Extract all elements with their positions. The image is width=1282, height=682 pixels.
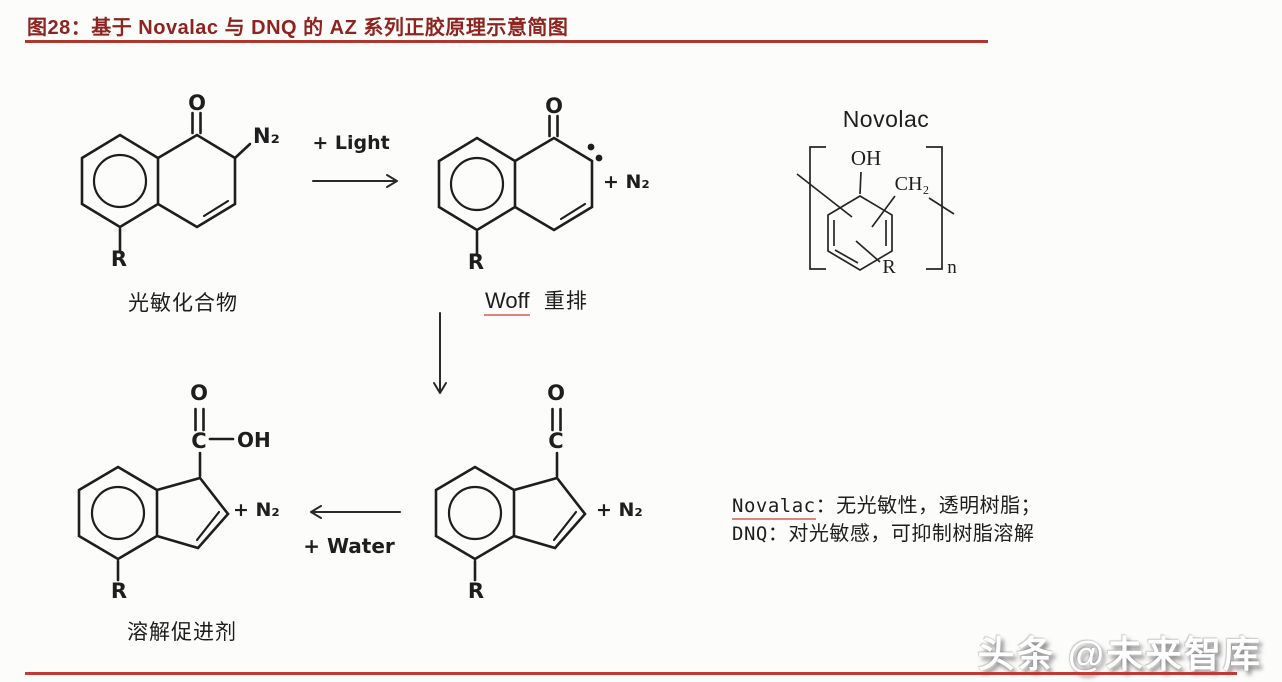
dnq-caption: 光敏化合物 bbox=[128, 291, 238, 315]
carbene-oxygen-label: O bbox=[545, 94, 563, 118]
light-arrow bbox=[312, 174, 398, 188]
novolac-ch2-label: CH₂ bbox=[894, 173, 930, 195]
bottom-rule bbox=[25, 672, 1237, 675]
acid-oh-label: OH bbox=[237, 428, 271, 452]
novolac-title: Novolac bbox=[842, 106, 930, 132]
water-arrow-label: + Water bbox=[303, 534, 395, 558]
ketene-r-label: R bbox=[467, 579, 485, 603]
title-rule bbox=[25, 40, 988, 43]
ketene-oxygen-label: O bbox=[547, 381, 565, 405]
dnq-n2-label: N₂ bbox=[253, 124, 280, 148]
ketene-carbon-label: C bbox=[548, 429, 564, 453]
acid-structure-lines bbox=[77, 407, 235, 582]
dnq-oxygen-label: O bbox=[188, 91, 206, 115]
wolff-caption-zh: 重排 bbox=[543, 289, 588, 313]
novolac-oh-label: OH bbox=[850, 146, 882, 170]
acid-oxygen-label: O bbox=[190, 381, 208, 405]
novolac-structure-lines bbox=[796, 146, 955, 271]
wolff-caption-en: Woff bbox=[484, 288, 531, 316]
down-arrow bbox=[433, 312, 447, 394]
wolff-caption: Woff 重排 bbox=[484, 285, 588, 316]
note-line-2: DNQ：对光敏感，可抑制树脂溶解 bbox=[732, 517, 1034, 546]
carbene-plus-n2-label: + N₂ bbox=[603, 171, 650, 193]
note-line-2-text: ：对光敏感，可抑制树脂溶解 bbox=[767, 523, 1035, 545]
novolac-r-label: R bbox=[882, 256, 896, 278]
note-line-1-label: Novalac bbox=[732, 495, 816, 520]
ketene-structure-lines bbox=[434, 407, 587, 582]
acid-caption: 溶解促进剂 bbox=[127, 620, 237, 644]
carbene-r-label: R bbox=[467, 250, 485, 274]
water-arrow bbox=[310, 505, 401, 519]
acid-r-label: R bbox=[110, 579, 128, 603]
dnq-structure-lines bbox=[80, 111, 252, 252]
figure-title: 图28：基于 Novalac 与 DNQ 的 AZ 系列正胶原理示意简图 bbox=[27, 17, 569, 39]
note-line-1: Novalac：无光敏性，透明树脂； bbox=[732, 489, 1042, 520]
dnq-r-label: R bbox=[110, 247, 128, 271]
note-line-2-label: DNQ bbox=[732, 523, 768, 545]
ketene-plus-n2-label: + N₂ bbox=[596, 499, 643, 521]
watermark: 头条 @未来智库 bbox=[977, 634, 1262, 675]
light-arrow-label: + Light bbox=[312, 132, 390, 154]
novolac-n-subscript: n bbox=[947, 257, 957, 278]
note-line-1-text: ：无光敏性，透明树脂； bbox=[815, 495, 1042, 517]
carbene-structure-lines bbox=[437, 114, 603, 255]
acid-carbon-label: C bbox=[191, 429, 207, 453]
acid-plus-n2-label: + N₂ bbox=[233, 499, 280, 521]
